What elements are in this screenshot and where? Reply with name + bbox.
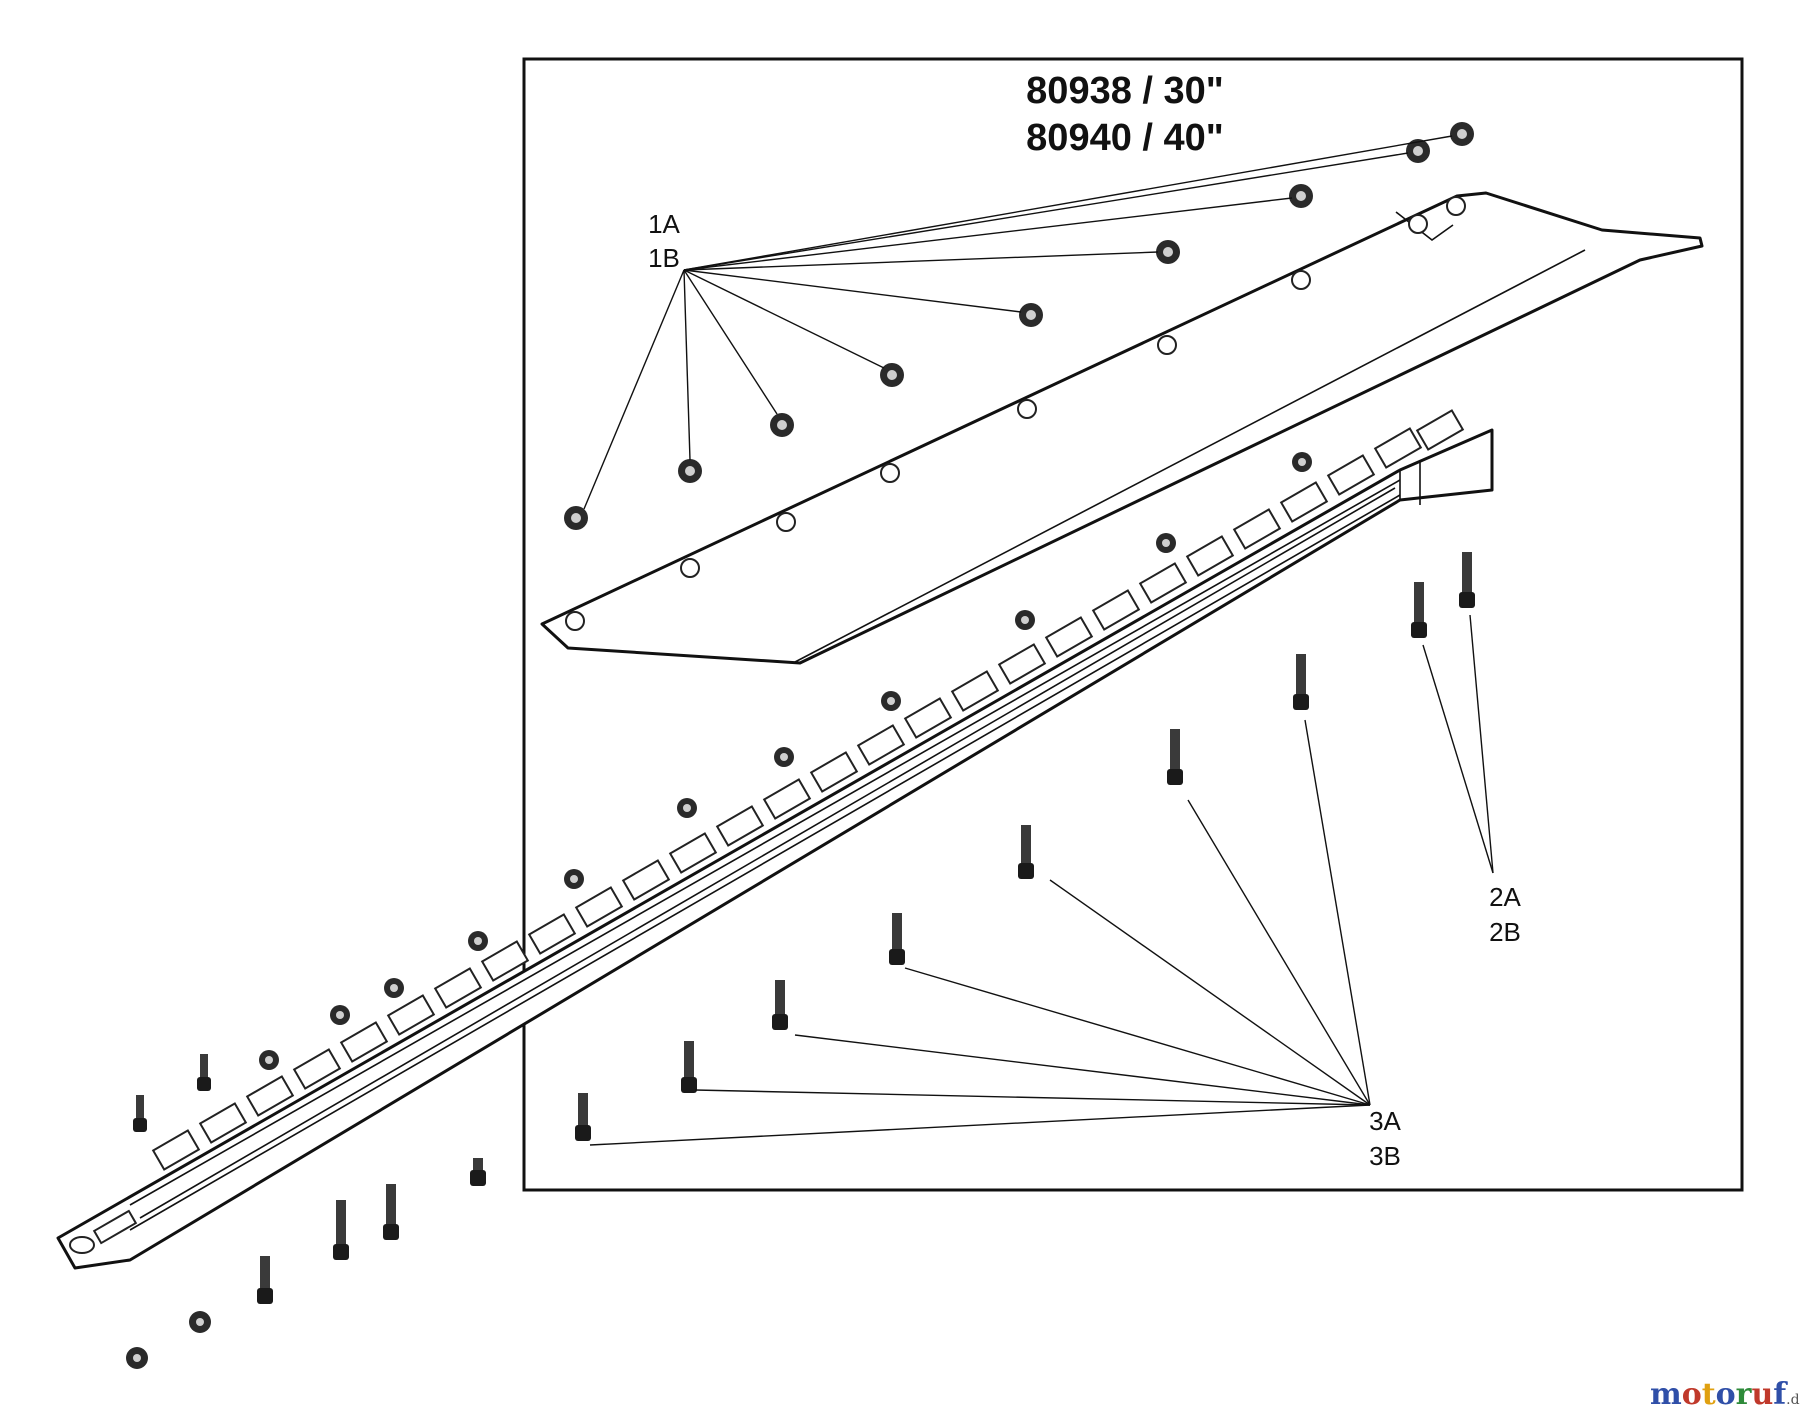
model-line-1: 80938 / 30" — [1026, 70, 1224, 112]
nut — [678, 459, 702, 483]
detail-frame — [522, 57, 1744, 1192]
callout-3a: 3A — [1369, 1106, 1401, 1136]
nut — [880, 363, 904, 387]
watermark-letter: r — [1736, 1377, 1753, 1412]
watermark-letter: o — [1682, 1377, 1702, 1412]
bolts-2a-2b — [1411, 552, 1475, 638]
plate-holes — [565, 196, 1466, 631]
watermark-letter: t — [1702, 1377, 1716, 1412]
callout-3b: 3B — [1369, 1141, 1401, 1171]
model-line-2: 80940 / 40" — [1026, 117, 1224, 159]
nut — [1156, 240, 1180, 264]
loose-bolts — [133, 1054, 486, 1304]
leaders-3a-3b — [589, 719, 1371, 1146]
blade-teeth — [151, 409, 1465, 1171]
nut — [1019, 303, 1043, 327]
watermark-letter: o — [1716, 1377, 1736, 1412]
nut — [1406, 139, 1430, 163]
bolts-3a-3b — [575, 654, 1309, 1141]
watermark-letter: m — [1650, 1377, 1682, 1412]
callout-2b: 2B — [1489, 917, 1521, 947]
nut — [1450, 122, 1474, 146]
leaders-2a-2b — [1422, 614, 1494, 874]
leaders-1a-1b — [583, 135, 1453, 510]
callout-2a: 2A — [1489, 882, 1521, 912]
nuts-1a-1b — [564, 122, 1474, 530]
blade-guard-plate — [540, 191, 1704, 665]
watermark-letter: u — [1751, 1377, 1773, 1412]
blade-bar — [56, 428, 1494, 1270]
watermark-letter: f — [1773, 1377, 1788, 1412]
blade-nuts — [126, 452, 1312, 1369]
nut — [1289, 184, 1313, 208]
callout-1a: 1A — [648, 209, 680, 239]
callout-1b: 1B — [648, 243, 680, 273]
nut — [770, 413, 794, 437]
watermark-logo: motoruf.de — [1650, 1377, 1800, 1412]
nut — [564, 506, 588, 530]
